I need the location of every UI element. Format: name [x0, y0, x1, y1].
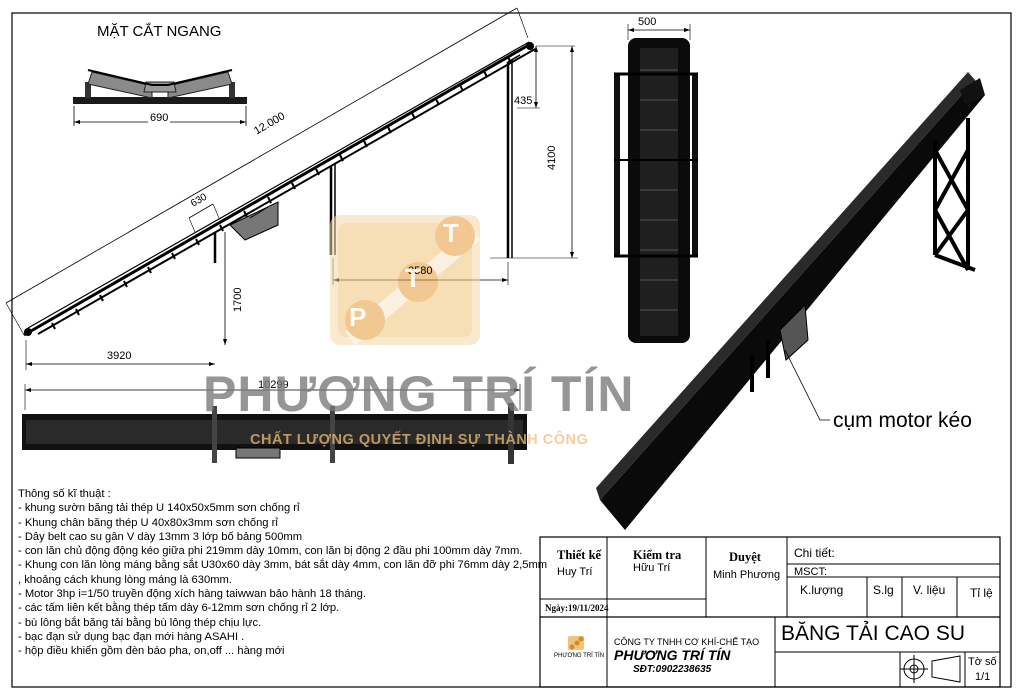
spec-line: - Dây belt cao su gân V dày 13mm 3 lớp b… [18, 530, 303, 543]
sheet-label: Tờ số [968, 656, 997, 668]
approve-name: Minh Phương [713, 569, 781, 581]
detail-label: Chi tiết: [794, 546, 835, 560]
quantity-label: S.lg [873, 583, 894, 597]
msct-label: MSCT: [794, 566, 827, 577]
side-elevation-view [5, 7, 578, 370]
scale-label: Tỉ lệ [970, 586, 993, 600]
design-name: Huy Trí [557, 566, 593, 578]
company-logo-text: PHƯƠNG TRÍ TÍN [554, 653, 605, 659]
spec-line: - bù lông bắt băng tải bằng bù lông thép… [18, 616, 262, 629]
check-label: Kiểm tra [633, 548, 682, 562]
spec-line: - hộp điều khiển gồm đèn báo pha, on,off… [18, 645, 285, 658]
design-label: Thiết kế [557, 548, 602, 562]
plan-view [22, 384, 527, 464]
watermark-logo [330, 215, 480, 345]
watermark-slogan: CHẤT LƯỢNG QUYẾT ĐỊNH SỰ THÀNH CÔNG [250, 432, 589, 448]
watermark-company: PHƯƠNG TRÍ TÍN [203, 366, 635, 422]
dim-plan-length: 10299 [258, 379, 289, 391]
spec-line: - Motor 3hp i=1/50 truyền động xích hàng… [18, 588, 366, 601]
section-label: MẶT CẮT NGANG [97, 23, 222, 40]
isometric-view [596, 72, 985, 530]
title-block-logo-icon [568, 636, 584, 650]
spec-title: Thông số kĩ thuật : [18, 488, 111, 500]
end-view [614, 24, 698, 343]
dim-low-leg-offset: 3920 [107, 350, 132, 362]
company-name: CÔNG TY TNHH CƠ KHÍ-CHẾ TẠO [614, 637, 760, 647]
motor-callout: cụm motor kéo [833, 409, 972, 432]
spec-line: - các tấm liên kết bằng thép tấm dày 6-1… [18, 602, 340, 615]
dim-low-leg-height: 1700 [232, 287, 244, 312]
drawing-frame [11, 12, 1012, 688]
company-brand: PHƯƠNG TRÍ TÍN [614, 647, 731, 663]
spec-list: Thông số kĩ thuật : - khung sườn băng tả… [18, 487, 548, 659]
dim-cross-section-width: 690 [148, 112, 171, 124]
spec-line: - khung sườn băng tải thép U 140x50x5mm … [18, 502, 300, 515]
watermark-letter-t2: T [443, 218, 459, 248]
drawing-title: BĂNG TẢI CAO SU [781, 622, 965, 645]
dim-leg-spacing: 3580 [408, 265, 433, 277]
projection-symbol [900, 655, 961, 683]
weight-label: K.lượng [800, 583, 844, 597]
approve-label: Duyệt [729, 550, 761, 564]
watermark-letter-t1: T [405, 263, 421, 293]
dim-top-offset: 435 [514, 95, 533, 107]
check-name: Hữu Trí [633, 562, 671, 574]
spec-line: - bạc đạn sử dụng bạc đạn mới hàng ASAHI… [18, 630, 245, 643]
material-label: V. liệu [913, 583, 946, 597]
dim-height: 4100 [546, 145, 558, 170]
title-block-grid [539, 536, 1001, 688]
spec-line: - Khung chân băng thép U 40x80x3mm sơn c… [18, 516, 278, 529]
watermark-letter-p: P [349, 302, 367, 332]
sheet-value: 1/1 [975, 671, 991, 683]
dim-belt-width: 500 [638, 16, 657, 28]
spec-line: - con lăn chủ động động kéo giữa phi 219… [18, 545, 523, 558]
company-phone: SĐT:0902238635 [633, 664, 712, 675]
spec-line: - Khung con lăn lòng máng bằng sắt U30x6… [18, 559, 548, 586]
drawing-date: Ngày:19/11/2024 [545, 603, 609, 613]
